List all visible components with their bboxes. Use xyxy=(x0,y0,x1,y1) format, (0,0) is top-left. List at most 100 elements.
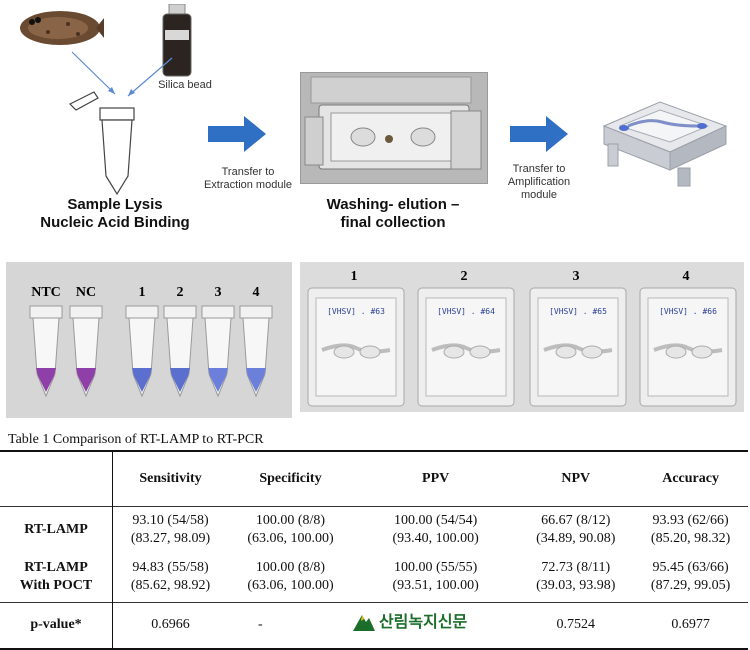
table-cell: 100.00 (55/55) (93.51, 100.00) xyxy=(353,553,518,603)
table-row: RT-LAMP With POCT 94.83 (55/58) (85.62, 9… xyxy=(0,552,748,603)
microtube-icon xyxy=(68,91,135,196)
chip-label: [VHSV] . #66 xyxy=(659,307,717,316)
tube-liquid xyxy=(76,368,96,392)
row-label: RT-LAMP xyxy=(0,506,113,553)
tube-label-1: 1 xyxy=(139,285,146,300)
cell-value: 100.00 (55/55) xyxy=(394,560,478,576)
header-specificity: Specificity xyxy=(259,471,322,486)
row-label: RT-LAMP With POCT xyxy=(0,552,113,603)
cell-value: 94.83 (55/58) xyxy=(132,560,209,576)
pvalue-cell: 0.6966 xyxy=(151,617,190,633)
extraction-module-photo xyxy=(300,72,488,184)
cell-ci: (34.89, 90.08) xyxy=(536,530,616,546)
pcr-tube xyxy=(163,305,197,398)
pvalue-cell: 산림녹지신문 xyxy=(352,603,518,649)
pcr-tube xyxy=(29,305,63,398)
chip-number: 3 xyxy=(573,269,580,284)
chip-number: 4 xyxy=(683,269,690,284)
input-arrows xyxy=(71,51,173,97)
table-cell: 72.73 (8/11) (39.03, 93.98) xyxy=(518,553,633,603)
table-cell: 100.00 (8/8)(63.06, 100.00) xyxy=(228,553,353,603)
transfer1-label-line1: Transfer to xyxy=(221,166,275,178)
pcr-tube xyxy=(201,305,235,398)
chip-label: [VHSV] . #63 xyxy=(327,307,385,316)
chip-label: [VHSV] . #64 xyxy=(437,307,495,316)
flatfish-icon xyxy=(20,11,104,45)
table-cell: 93.10 (54/58) (83.27, 98.09) xyxy=(113,507,229,553)
cell-value: 100.00 (54/54) xyxy=(394,512,478,528)
row-label-line1: RT-LAMP xyxy=(24,560,88,576)
lamp-tubes-photo: NTC NC 1 2 3 4 xyxy=(6,262,292,418)
tube-label-nc: NC xyxy=(76,285,96,300)
corner-cell xyxy=(0,451,113,507)
newspaper-watermark: 산림녹지신문 xyxy=(352,612,468,632)
table-cell: 94.83 (55/58) (85.62, 98.92) xyxy=(113,553,229,603)
tube-label-2: 2 xyxy=(177,285,184,300)
table-cell: 66.67 (8/12) (34.89, 90.08) xyxy=(518,507,633,553)
pvalue-cell: 0.6977 xyxy=(671,617,710,633)
table-cell: 93.93 (62/66) (85.20, 98.32) xyxy=(633,507,748,553)
comparison-table: Sensitivity Specificity PPV NPV Accuracy… xyxy=(0,450,748,650)
cell-value: 100.00 (8/8) xyxy=(255,560,326,576)
row-label-line2: With POCT xyxy=(19,578,93,594)
step2-title-line2: final collection xyxy=(340,214,446,231)
cell-ci: (93.40, 100.00) xyxy=(392,530,479,546)
cell-value: 93.10 (54/58) xyxy=(132,512,209,528)
step1-title-line1: Sample Lysis xyxy=(67,196,163,213)
step1-title-line2: Nucleic Acid Binding xyxy=(40,214,190,231)
pcr-tube xyxy=(69,305,103,398)
cell-value: 93.93 (62/66) xyxy=(652,512,729,528)
pvalue-cell: - xyxy=(228,603,353,649)
cell-ci: (87.29, 99.05) xyxy=(650,578,731,594)
tube-label-4: 4 xyxy=(253,285,260,300)
tube-liquid xyxy=(246,368,266,392)
silica-bead-label: Silica bead xyxy=(158,79,212,91)
pcr-tube xyxy=(125,305,159,398)
amplification-module-icon xyxy=(602,101,728,187)
pvalue-cell: 0.7524 xyxy=(556,617,596,633)
tube-liquid xyxy=(36,368,56,392)
header-ppv: PPV xyxy=(422,471,450,486)
row-label-line1: RT-LAMP xyxy=(24,521,88,537)
cell-ci: (85.20, 98.32) xyxy=(650,530,731,546)
table-header-row: Sensitivity Specificity PPV NPV Accuracy xyxy=(0,451,748,507)
cell-ci: (63.06, 100.00) xyxy=(247,530,334,546)
cell-ci: (85.62, 98.92) xyxy=(130,578,211,594)
header-accuracy: Accuracy xyxy=(662,471,719,486)
cell-value: 66.67 (8/12) xyxy=(541,512,611,528)
transfer2-label-line1: Transfer to xyxy=(512,163,566,175)
mountain-logo-icon xyxy=(352,615,375,632)
poct-chip: 2 [VHSV] . #64 xyxy=(417,269,515,407)
table-cell: 95.45 (63/66) (87.29, 99.05) xyxy=(633,553,748,603)
pvalue-label: p-value* xyxy=(0,602,113,649)
transfer-arrow-2 xyxy=(510,116,568,152)
cell-ci: (83.27, 98.09) xyxy=(130,530,211,546)
cell-ci: (39.03, 93.98) xyxy=(536,578,616,594)
watermark-text: 산림녹지신문 xyxy=(378,612,468,632)
cell-value: 72.73 (8/11) xyxy=(541,560,611,576)
cell-ci: (93.51, 100.00) xyxy=(392,578,479,594)
tube-label-3: 3 xyxy=(215,285,222,300)
poct-chip: 1 [VHSV] . #63 xyxy=(307,269,405,407)
pvalue-dash: - xyxy=(258,617,263,633)
poct-chip: 3[VHSV] . #65 xyxy=(529,269,627,407)
header-npv: NPV xyxy=(561,471,591,486)
transfer2-label-line3: module xyxy=(520,189,558,201)
tube-liquid xyxy=(208,368,228,392)
transfer-arrow-1 xyxy=(208,116,266,152)
table-caption: Table 1 Comparison of RT-LAMP to RT-PCR xyxy=(8,432,264,447)
transfer1-label-line2: Extraction module xyxy=(203,179,293,191)
transfer2-label-line2: Amplification xyxy=(507,176,571,188)
tube-liquid xyxy=(170,368,190,392)
pvalue-row: p-value* 0.6966 - 산림녹지신문 0.7524 0.6977 xyxy=(0,602,748,649)
table-row: RT-LAMP 93.10 (54/58) (83.27, 98.09) 100.… xyxy=(0,506,748,553)
tube-liquid xyxy=(132,368,152,392)
poct-chip: 4 [VHSV] . #66 xyxy=(639,269,737,407)
chip-number: 2 xyxy=(461,269,468,284)
step2-title-line1: Washing- elution – xyxy=(326,196,460,213)
cell-value: 95.45 (63/66) xyxy=(652,560,729,576)
pcr-tube xyxy=(239,305,273,398)
cell-value: 100.00 (8/8) xyxy=(255,512,326,528)
chip-number: 1 xyxy=(351,269,358,284)
